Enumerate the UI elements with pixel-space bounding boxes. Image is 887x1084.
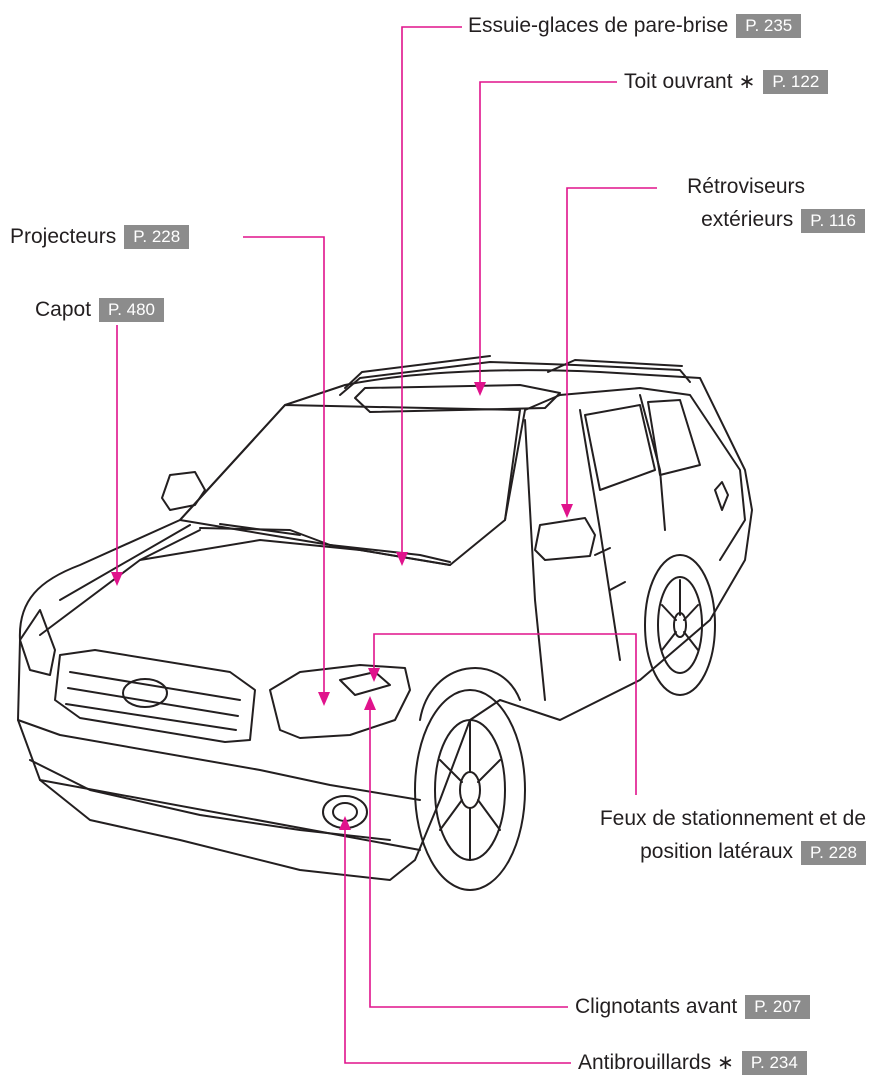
- callout-hood: Capot P. 480: [35, 297, 165, 323]
- suv-illustration: [17, 355, 753, 891]
- mirrors-page-badge[interactable]: P. 116: [801, 209, 865, 233]
- turn-page-badge[interactable]: P. 207: [745, 995, 811, 1019]
- headlights-page-badge[interactable]: P. 228: [124, 225, 190, 249]
- callout-headlights: Projecteurs P. 228: [10, 224, 190, 250]
- optional-asterisk-icon: ∗: [738, 71, 756, 93]
- leader-mirrors: [566, 187, 657, 514]
- sunroof-page-badge[interactable]: P. 122: [763, 70, 829, 94]
- leader-turn: [369, 700, 568, 1008]
- callout-mirrors: Rétroviseurs extérieurs P. 116: [660, 170, 865, 236]
- leader-headlights: [243, 236, 325, 702]
- mirrors-label-line2-row: extérieurs P. 116: [660, 203, 865, 236]
- parking-label-line2: position latéraux: [640, 840, 794, 863]
- fog-page-badge[interactable]: P. 234: [741, 1051, 807, 1075]
- parking-label-line1: Feux de stationnement et de: [599, 807, 866, 830]
- leader-lines: [116, 26, 657, 1064]
- leader-wipers: [401, 26, 462, 562]
- callout-wipers: Essuie-glaces de pare-brise P. 235: [468, 13, 802, 39]
- leader-sunroof: [479, 81, 617, 392]
- headlights-label: Projecteurs: [10, 225, 117, 248]
- callout-sunroof: Toit ouvrant ∗ P. 122: [624, 69, 829, 95]
- wipers-page-badge[interactable]: P. 235: [736, 14, 802, 38]
- sunroof-label: Toit ouvrant: [624, 70, 733, 93]
- mirrors-label-line1: Rétroviseurs: [687, 175, 805, 198]
- callout-fog: Antibrouillards ∗ P. 234: [578, 1050, 807, 1076]
- parking-page-badge[interactable]: P. 228: [801, 841, 866, 865]
- turn-label: Clignotants avant: [575, 995, 738, 1018]
- mirrors-label-line2: extérieurs: [701, 208, 794, 231]
- optional-asterisk-icon: ∗: [717, 1052, 734, 1074]
- leader-fog: [344, 820, 571, 1064]
- callout-parking: Feux de stationnement et de position lat…: [540, 802, 866, 868]
- parking-label-line2-row: position latéraux P. 228: [540, 835, 866, 868]
- wipers-label: Essuie-glaces de pare-brise: [468, 14, 729, 37]
- hood-label: Capot: [35, 298, 92, 321]
- callout-turn: Clignotants avant P. 207: [575, 994, 811, 1020]
- hood-page-badge[interactable]: P. 480: [99, 298, 165, 322]
- leader-parking: [373, 633, 637, 795]
- leader-arrowheads: [111, 382, 573, 830]
- fog-label: Antibrouillards: [578, 1051, 712, 1074]
